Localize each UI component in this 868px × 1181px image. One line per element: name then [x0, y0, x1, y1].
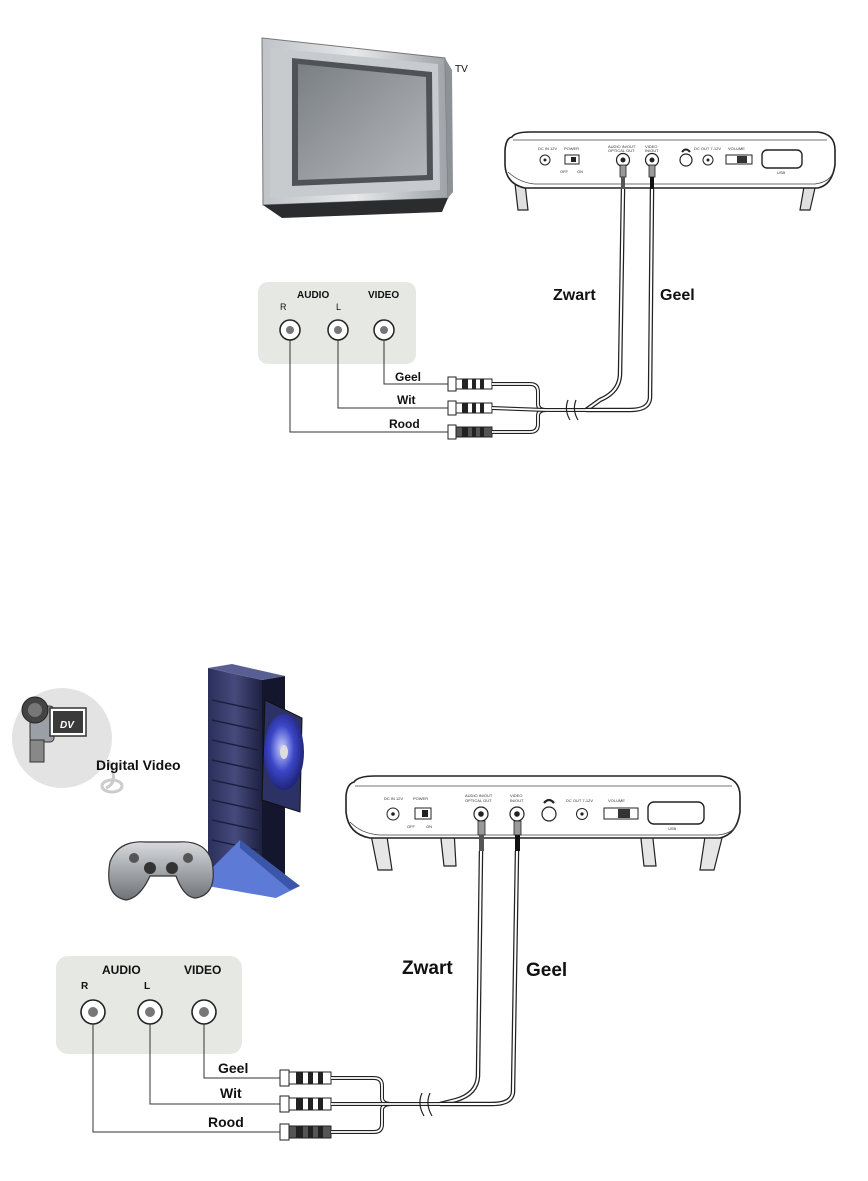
plug-red-label: Rood — [389, 417, 420, 431]
player-device-2: DC IN 12V POWER OFF ON AUDIO IN/OUT OPTI… — [345, 775, 741, 871]
av-input-panel: AUDIO VIDEO R L — [56, 956, 242, 1054]
cable-black — [439, 820, 486, 1107]
plug-white — [279, 1095, 332, 1113]
jack-audio-l[interactable] — [327, 319, 349, 341]
power-label: POWER — [413, 796, 428, 801]
tv-label: TV — [455, 64, 468, 75]
diagram-tv-connection: TV DC IN 12V POWER OFF ON — [258, 37, 836, 440]
power-on-label: ON — [426, 824, 432, 829]
cable-black-label: Zwart — [553, 287, 596, 304]
plug-white-label: Wit — [397, 393, 416, 407]
av-input-panel: AUDIO VIDEO R L — [258, 282, 416, 364]
plug-yellow-label: Geel — [395, 370, 421, 384]
dv-badge: DV — [60, 720, 75, 731]
plug-white-label: Wit — [220, 1085, 242, 1101]
volume-label: VOLUME — [728, 146, 745, 151]
cable-black-label: Zwart — [402, 958, 453, 979]
video-label: VIDEO — [368, 290, 399, 301]
volume-label: VOLUME — [608, 798, 625, 803]
audio-label: AUDIO — [297, 290, 329, 301]
digital-video-label: Digital Video — [96, 757, 181, 773]
usb-label: USB — [777, 170, 786, 175]
bundle-cable — [331, 1076, 440, 1134]
plug-yellow — [447, 376, 493, 392]
audio-r-label: R — [81, 981, 89, 992]
jack-audio-r[interactable] — [279, 319, 301, 341]
audio-l-label: L — [336, 302, 341, 312]
power-label: POWER — [564, 146, 579, 151]
dc-in-label: DC IN 12V — [538, 146, 557, 151]
audio-io-label: AUDIO IN/OUT — [608, 144, 636, 149]
plug-white — [447, 400, 493, 416]
video-label: VIDEO — [184, 963, 221, 977]
jack-video[interactable] — [373, 319, 395, 341]
dc-out-label: DC OUT 7-12V — [694, 146, 721, 151]
plug-red — [279, 1123, 332, 1141]
plug-red — [447, 424, 493, 440]
jack-audio-l[interactable] — [137, 999, 163, 1025]
player-device-1: DC IN 12V POWER OFF ON AUDIO IN/OUT OPTI… — [504, 131, 836, 211]
video-io-label: VIDEO — [645, 144, 657, 149]
plug-red-label: Rood — [208, 1114, 244, 1130]
video-io-sub-label: IN/OUT — [645, 148, 659, 153]
audio-io-label: AUDIO IN/OUT — [465, 793, 493, 798]
bundle-cable — [491, 382, 586, 434]
diagram-dv-connection: DV Digital Video — [12, 664, 741, 1141]
optical-label: OPTICAL OUT — [608, 148, 635, 153]
power-off-label: OFF — [407, 824, 416, 829]
plug-yellow-label: Geel — [218, 1060, 248, 1076]
cable-yellow-label: Geel — [660, 287, 695, 304]
usb-label: USB — [668, 826, 677, 831]
audio-r-label: R — [280, 302, 287, 312]
rca-plugs — [447, 376, 493, 440]
tv-icon — [261, 37, 453, 218]
cable-yellow — [586, 164, 656, 413]
cable-black — [584, 164, 627, 412]
video-io-sub-label: IN/OUT — [510, 798, 524, 803]
cable-yellow-label: Geel — [526, 960, 567, 981]
dc-in-label: DC IN 12V — [384, 796, 403, 801]
jack-audio-r[interactable] — [80, 999, 106, 1025]
audio-label: AUDIO — [102, 963, 141, 977]
rca-plugs — [279, 1069, 332, 1141]
wiring — [92, 1024, 280, 1133]
optical-label: OPTICAL OUT — [465, 798, 492, 803]
plug-yellow — [279, 1069, 332, 1087]
cable-yellow — [440, 820, 522, 1107]
wiring — [289, 340, 448, 433]
camcorder-icon — [12, 688, 124, 794]
game-console-icon — [108, 664, 304, 901]
dc-out-label: DC OUT 7-12V — [566, 798, 593, 803]
video-io-label: VIDEO — [510, 793, 522, 798]
audio-l-label: L — [144, 981, 150, 992]
jack-video[interactable] — [191, 999, 217, 1025]
gamepad-icon — [108, 841, 214, 901]
power-on-label: ON — [577, 169, 583, 174]
power-off-label: OFF — [560, 169, 569, 174]
